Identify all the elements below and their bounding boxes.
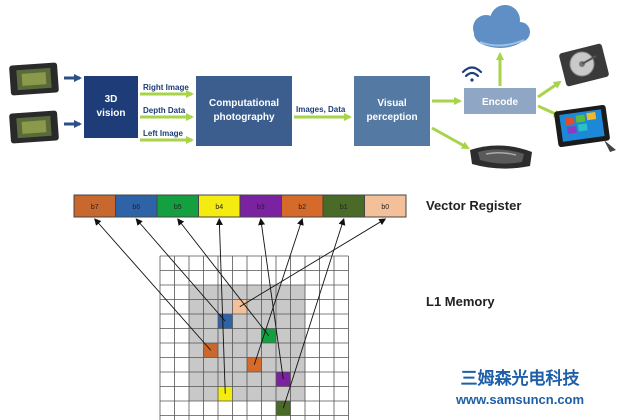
camera-sensor-icon — [9, 62, 59, 96]
box-computational-line1: Computational — [209, 98, 279, 109]
register-cell-label: b1 — [340, 204, 348, 211]
load-arrow-b5 — [177, 218, 270, 337]
label-left-image: Left Image — [143, 129, 184, 138]
arrow — [537, 80, 562, 99]
load-arrow-b2 — [253, 218, 304, 365]
tablet-icon — [554, 104, 616, 152]
box-computational-line2: photography — [213, 112, 275, 123]
load-arrow-b7 — [94, 218, 212, 351]
cloud-icon — [473, 5, 530, 48]
load-arrow-b4 — [215, 218, 226, 394]
l1-memory-title: L1 Memory — [426, 294, 495, 309]
label-images-data: Images, Data — [296, 105, 346, 114]
register-cell-b0 — [364, 194, 407, 218]
camera-sensor-icon — [9, 110, 59, 144]
load-arrow-b6 — [135, 218, 226, 322]
box-visual-perception — [354, 76, 430, 146]
label-depth-data: Depth Data — [143, 106, 186, 115]
box-computational-photography — [196, 76, 292, 146]
register-cell-label: b3 — [257, 204, 265, 211]
vr-headset-icon — [470, 145, 532, 169]
arrow — [431, 126, 470, 150]
box-3d-vision — [84, 76, 138, 138]
box-visual-line2: perception — [366, 112, 417, 123]
watermark-url: www.samsuncn.com — [455, 392, 584, 407]
box-3d-vision-line2: vision — [97, 108, 126, 119]
box-encode-label: Encode — [482, 97, 519, 108]
register-cell-label: b2 — [298, 204, 306, 211]
box-visual-line1: Visual — [377, 98, 406, 109]
memory-arrows — [94, 218, 387, 409]
watermark-name: 三姆森光电科技 — [461, 368, 581, 388]
box-3d-vision-line1: 3D — [105, 94, 118, 105]
wifi-icon — [461, 66, 483, 82]
load-arrow-b0 — [239, 218, 387, 308]
box-encode — [464, 88, 536, 114]
label-right-image: Right Image — [143, 83, 189, 92]
vector-register-title: Vector Register — [426, 198, 521, 213]
vector-register: b7 b6 b5 b4 b3 b2 b1 b0 — [73, 194, 407, 218]
load-arrow-b3 — [258, 218, 284, 380]
register-cell-label: b0 — [381, 204, 389, 211]
register-cell-label: b7 — [91, 204, 99, 211]
register-cell-label: b5 — [174, 204, 182, 211]
hard-drive-icon — [559, 43, 609, 87]
register-cell-label: b6 — [132, 204, 140, 211]
register-cell-label: b4 — [215, 204, 223, 211]
